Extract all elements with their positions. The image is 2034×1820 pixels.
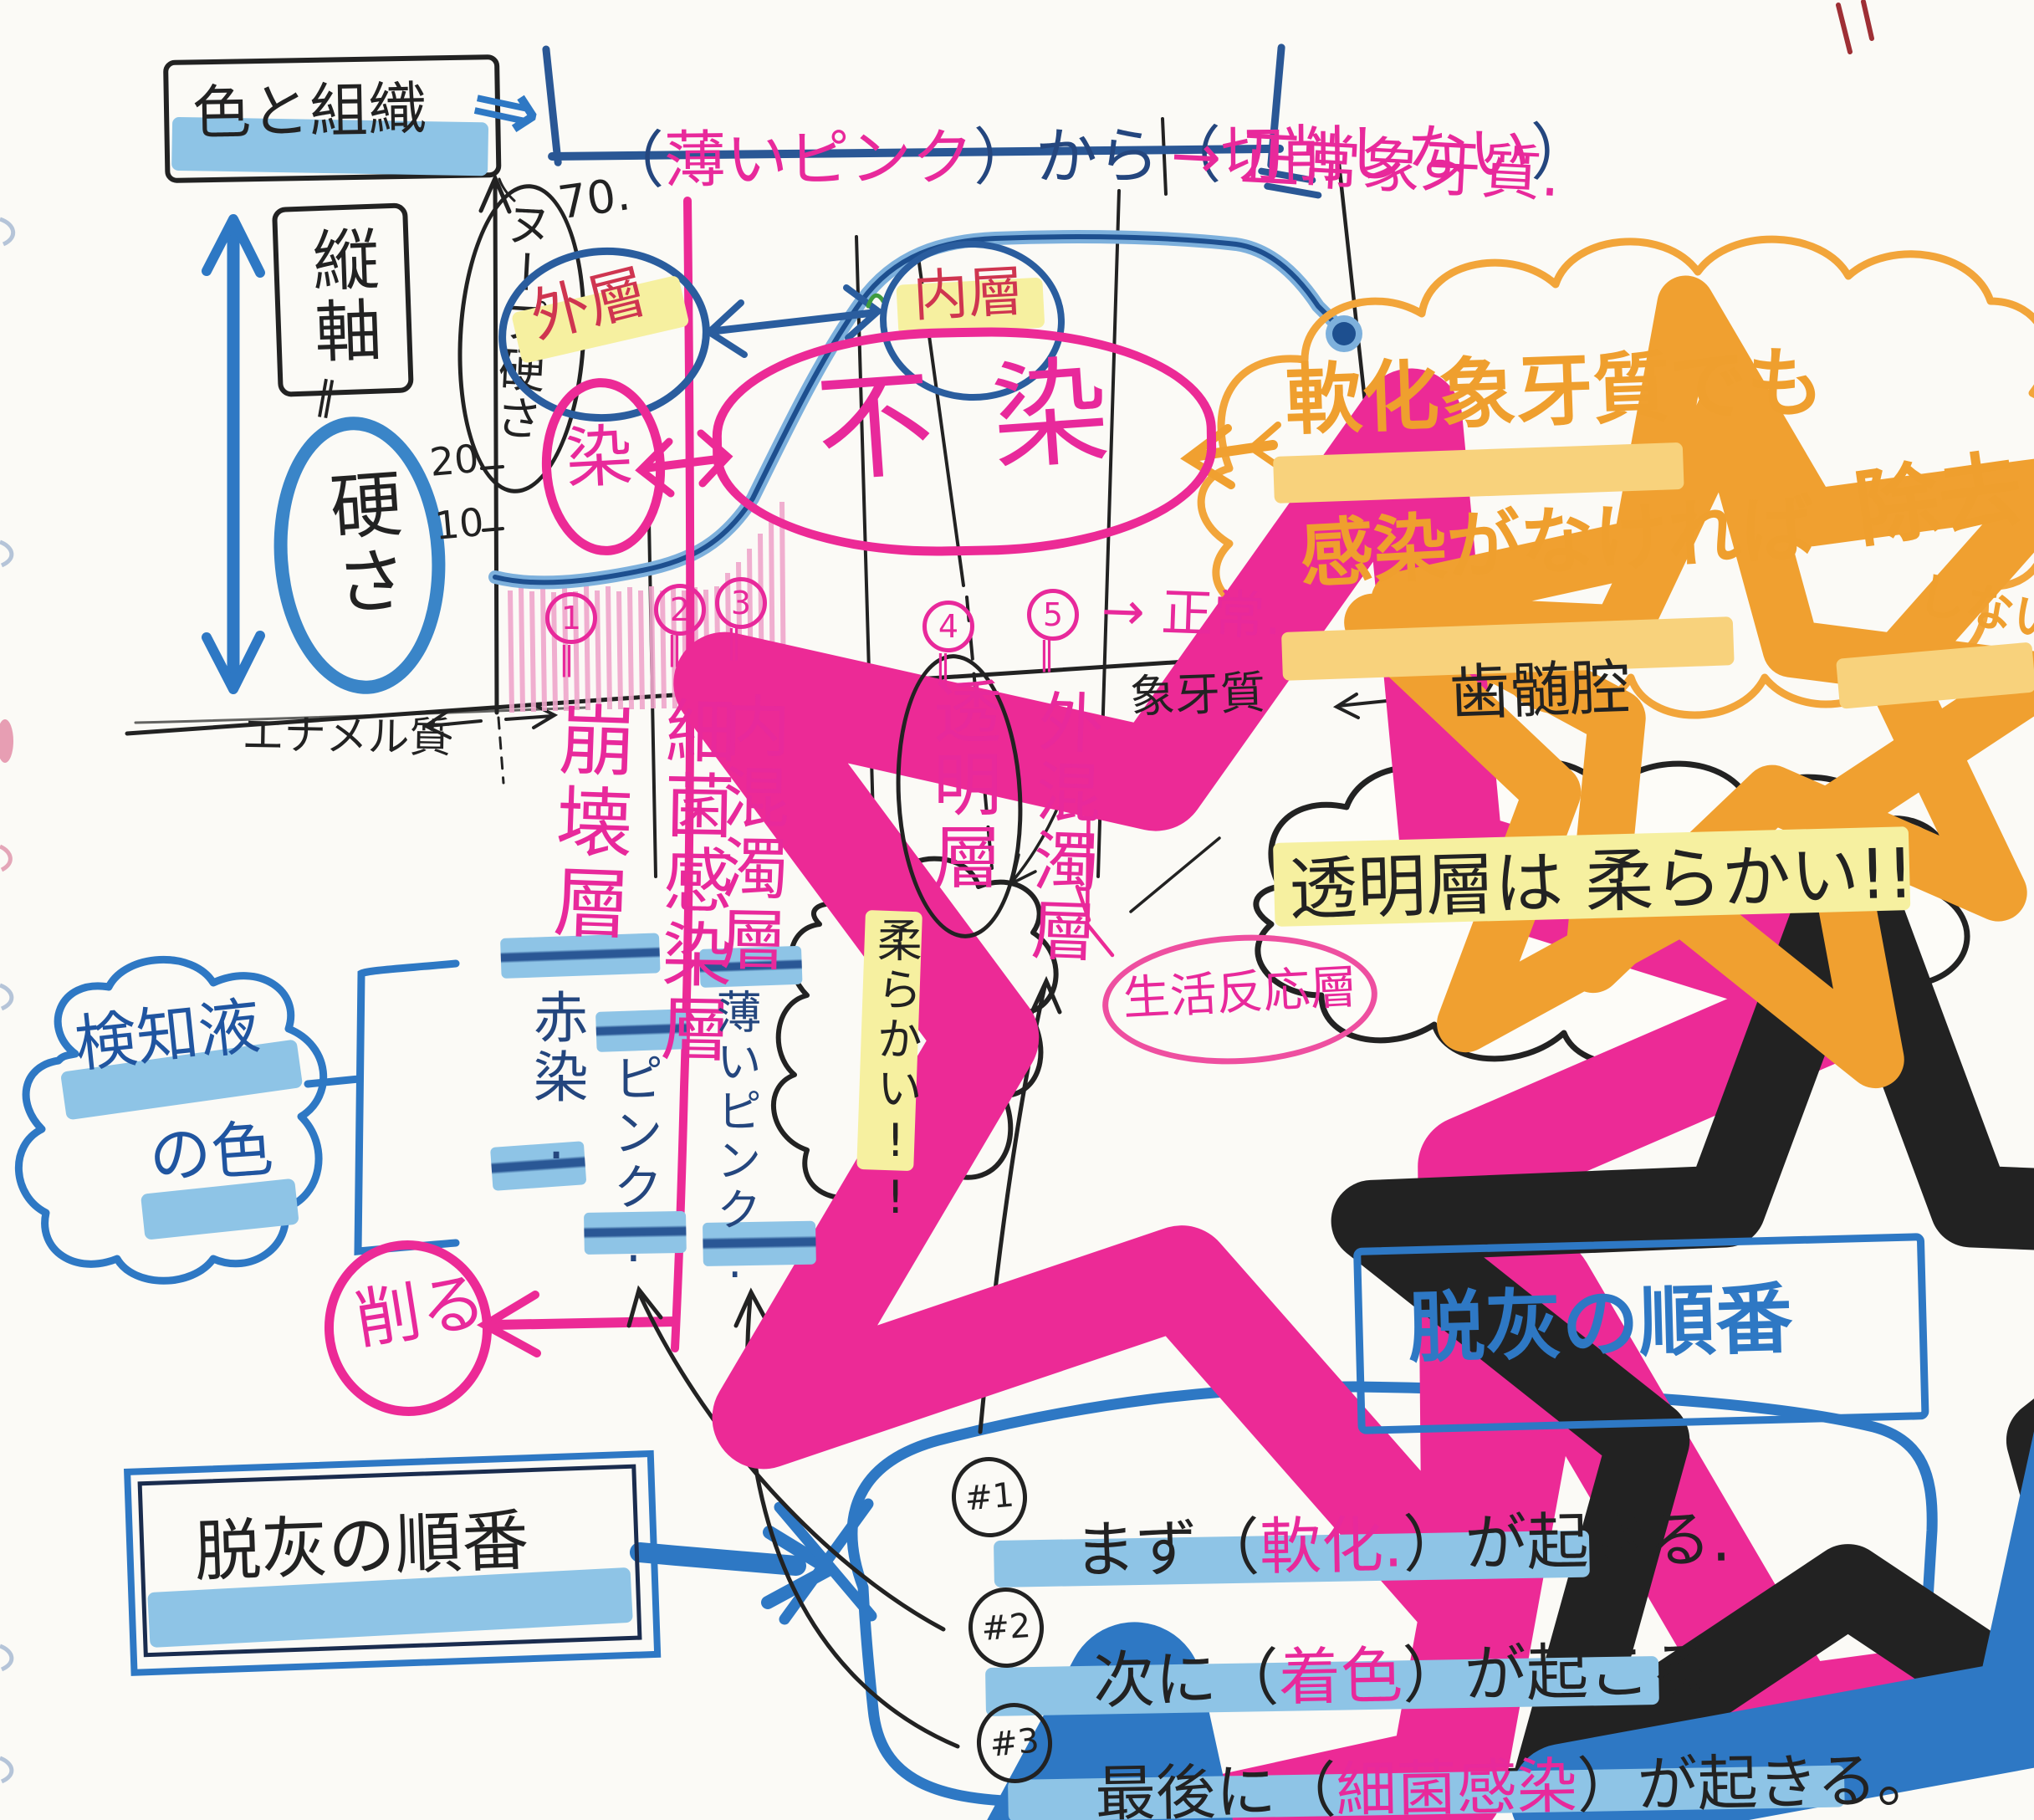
item3-post: が起きる。: [1636, 1744, 1938, 1820]
axis-region-arrows: [422, 682, 1454, 739]
layer5-label: 外混濁層: [1019, 687, 1105, 968]
layer3-label: 内混濁層: [708, 690, 792, 977]
layer1-num-text: 1: [560, 600, 582, 636]
enamel-label: エナメル質: [242, 710, 452, 763]
vertical-axis-box: 縦軸: [272, 202, 414, 397]
dentin-label: 象牙質: [1128, 666, 1266, 723]
item3-close: ）: [1576, 1749, 1638, 1820]
layer2-num-text: 2: [669, 591, 691, 628]
item1-close: ）: [1402, 1507, 1466, 1582]
light-pink-term: 薄いピンク: [663, 121, 974, 197]
cut-label: 削る: [350, 1264, 491, 1359]
tick-20: 20: [427, 435, 481, 485]
inner-layer-label: 内層: [911, 258, 1025, 330]
soft-note-text: 透明層は 柔らかい!!: [1287, 834, 1915, 930]
item1-pre: まず: [1073, 1512, 1198, 1587]
layer4-eq: ‖: [935, 648, 951, 685]
layer5-number: 5: [1027, 589, 1079, 641]
item3-open: （: [1275, 1755, 1337, 1820]
item1-num-text: #1: [963, 1475, 1016, 1519]
layer1-number: 1: [545, 592, 597, 644]
layer1-eq: ‖: [559, 640, 575, 677]
layer5-eq: ‖: [1039, 635, 1055, 672]
vertical-axis-label: 縦軸: [300, 223, 383, 369]
y-axis: [478, 172, 516, 785]
unstained-label: 不染: [811, 339, 1173, 500]
item3-text: 最後に（細菌感染）が起きる。: [1055, 1686, 1938, 1820]
layer2-number: 2: [654, 584, 706, 636]
pulp-label: 歯髄腔: [1448, 652, 1632, 729]
demin-title-box: 脱灰の順番: [1353, 1233, 1929, 1434]
demin-left-label: 脱灰の順番: [192, 1501, 530, 1592]
stained-label: 染: [564, 417, 635, 498]
topic-label: 色と組織: [192, 74, 427, 148]
item1-text: まず（軟化.）が起きる.: [1033, 1443, 1732, 1587]
layer3-num-text: 3: [730, 585, 752, 621]
item1-open: （: [1197, 1511, 1260, 1585]
item3-pre: 最後に: [1094, 1756, 1277, 1820]
tick-70: 70.: [554, 167, 634, 230]
dye-light-pink: 薄いピンク.: [708, 989, 762, 1292]
notebook-spiral-marks: [0, 217, 15, 1784]
dye-cloud-line2: の色: [146, 1112, 276, 1194]
unstained-oval: 不染: [710, 323, 1219, 560]
item3-keyword: 細菌感染: [1335, 1751, 1578, 1820]
layer1-label: 崩壊層: [539, 698, 637, 946]
layer4-number: 4: [922, 601, 974, 652]
layer4-label: 透明層: [921, 676, 1001, 894]
orange-line3: 除去: [1849, 439, 2029, 560]
item3-num-text: #3: [988, 1721, 1041, 1765]
item2-num-text: #2: [979, 1606, 1033, 1649]
item1-keyword: 軟化.: [1259, 1509, 1404, 1584]
dye-pink: ピンク.: [604, 1052, 663, 1278]
topic-box: 色と組織: [163, 54, 502, 183]
dye-red-stain: 赤染.: [524, 989, 589, 1176]
layer4-num-text: 4: [938, 608, 959, 645]
item1-post: が起きる.: [1464, 1503, 1732, 1580]
stain-boundary-line: [476, 197, 1115, 1357]
tick-10: 10: [432, 498, 486, 549]
blue-pen-strokes: [202, 214, 886, 1625]
kara-text: から: [1035, 120, 1160, 194]
dye-cloud-outline: [14, 956, 328, 1285]
layer3-eq: ‖: [726, 623, 742, 660]
layer3-number: 3: [715, 577, 767, 629]
hardness-curve: [488, 230, 1362, 590]
layer5-num-text: 5: [1042, 596, 1064, 633]
demin-title: 脱灰の順番: [1407, 1274, 1794, 1374]
close-paren: ）: [973, 121, 1036, 194]
vital-reaction-label: 生活反応層: [1122, 959, 1359, 1027]
demin-left-box: 脱灰の順番: [124, 1449, 662, 1676]
layer2-eq: ‖: [667, 630, 682, 667]
reference-arrows: [626, 800, 1221, 1749]
soft-small-cloud: [771, 856, 1059, 1211]
stray-red-marks: [1836, 0, 1874, 54]
normal-label: → 正常.: [1100, 580, 1283, 647]
hardness-label: 硬さ: [314, 465, 409, 624]
orange-line1: 軟化象牙質でも: [1283, 337, 1826, 446]
soft-small-text: 柔らかい!!: [869, 917, 922, 1228]
demin-left-inner: 脱灰の順番: [137, 1464, 642, 1658]
